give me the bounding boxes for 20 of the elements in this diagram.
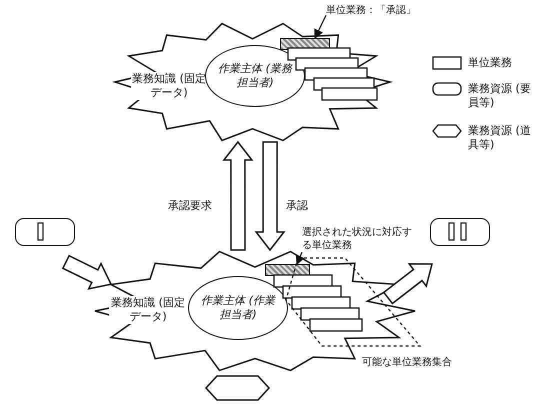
resource-box <box>430 218 490 246</box>
block-arrow <box>382 263 433 305</box>
resource-box <box>15 218 75 246</box>
actor-label: 作業主体 (業務担当者) <box>217 62 293 90</box>
set-label: 可能な単位業務集合 <box>362 356 452 369</box>
tool-hexagon <box>205 375 270 401</box>
knowledge-label: 業務知識 (固定データ) <box>131 72 207 100</box>
knowledge-label: 業務知識 (固定データ) <box>109 296 187 324</box>
selected-task-box <box>265 264 310 276</box>
legend-text: 単位業務 <box>468 56 513 70</box>
legend-text: 業務資源 (道具等) <box>468 124 532 152</box>
legend-text: 業務資源 (要員等) <box>468 82 532 110</box>
edge-label: 承認 <box>284 198 310 213</box>
leader-line <box>314 14 327 40</box>
block-arrow <box>62 254 112 290</box>
block-arrow <box>254 141 286 252</box>
block-arrow <box>222 140 254 251</box>
actor-label: 作業主体 (作業担当者) <box>200 294 276 322</box>
edge-label: 承認要求 <box>166 198 214 213</box>
leader-line <box>296 252 305 266</box>
